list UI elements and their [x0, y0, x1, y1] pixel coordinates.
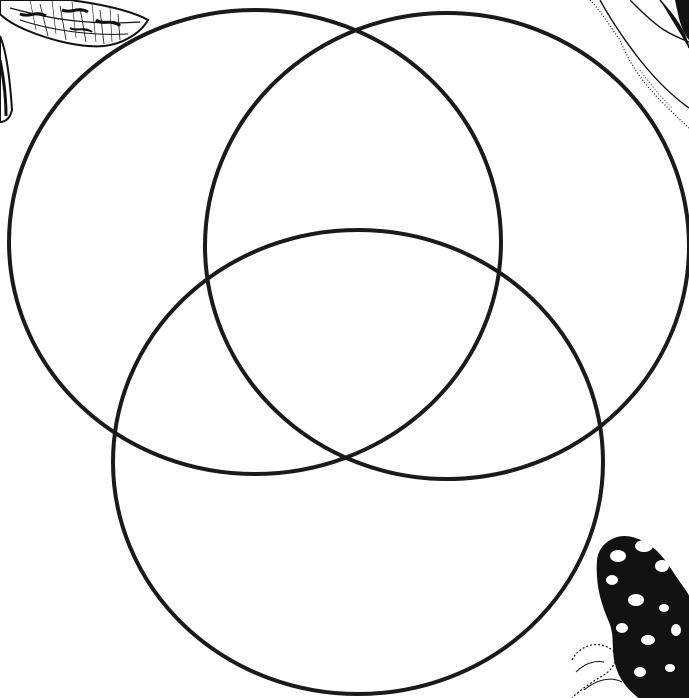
frog-illustration — [572, 537, 689, 698]
venn-circle-top-left — [9, 10, 501, 474]
dragonfly-illustration — [0, 0, 148, 122]
venn-circles — [9, 10, 689, 694]
plant-illustration — [590, 0, 689, 128]
